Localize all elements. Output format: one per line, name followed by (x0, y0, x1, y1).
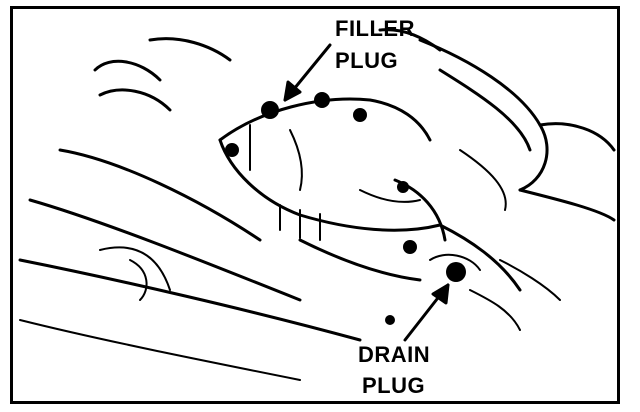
bolt-icon (353, 108, 367, 122)
bolt-group (225, 92, 466, 325)
drain-plug-label-line1: DRAIN (358, 342, 431, 367)
illustration-frame (10, 6, 620, 404)
bolt-icon (225, 143, 239, 157)
filler-plug-arrow (283, 43, 332, 102)
transmission-case (218, 97, 522, 292)
filler-plug-label-line2: PLUG (335, 48, 399, 73)
drain-plug-arrow (403, 283, 450, 342)
filler-plug-label-line1: FILLER (335, 16, 415, 41)
engine-contours (18, 37, 362, 381)
bolt-icon (261, 101, 279, 119)
housing-body (378, 28, 616, 222)
drain-plug-icon (446, 262, 466, 282)
bolt-icon (314, 92, 330, 108)
bolt-icon (403, 240, 417, 254)
drain-area-detail (429, 253, 561, 331)
drain-plug-label-line2: PLUG (362, 373, 426, 398)
bolt-icon (385, 315, 395, 325)
bolt-icon (397, 181, 409, 193)
